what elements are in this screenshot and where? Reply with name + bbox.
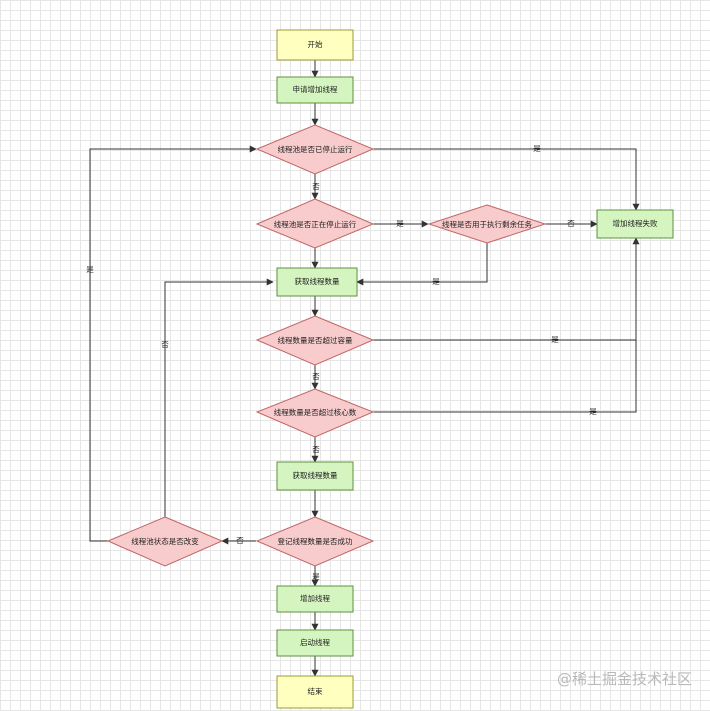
node-start-thread: 启动线程 (276, 629, 354, 657)
edge-label-register-yes: 是 (312, 572, 320, 581)
svg-text:增加线程失败: 增加线程失败 (613, 218, 658, 228)
decision-exceed-capacity: 线程数量是否超过容量 (255, 315, 375, 366)
edge-label-core-no: 否 (312, 445, 320, 454)
svg-text:获取线程数量: 获取线程数量 (293, 470, 338, 480)
svg-text:获取线程数量: 获取线程数量 (295, 276, 340, 286)
edge-label-remaining-no: 否 (567, 219, 575, 228)
decision-pool-stopped: 线程池是否已停止运行 (255, 124, 375, 175)
edge-label-register-no: 否 (236, 536, 244, 545)
decision-exceed-core: 线程数量是否超过核心数 (255, 388, 375, 438)
edges (89, 60, 640, 677)
edge-state-yes (89, 145, 257, 542)
node-apply-add-thread: 申请增加线程 (276, 76, 354, 104)
decision-register-success: 登记线程数量是否成功 (255, 516, 375, 567)
svg-text:线程数量是否超过容量: 线程数量是否超过容量 (278, 335, 353, 345)
svg-text:结束: 结束 (308, 686, 323, 696)
edge-capacity-yes (373, 237, 640, 341)
decision-thread-remaining: 线程是否用于执行剩余任务 (427, 204, 547, 244)
svg-text:增加线程: 增加线程 (300, 593, 330, 603)
watermark: @稀土掘金技术社区 (556, 670, 692, 688)
nodes: 开始 申请增加线程 线程池是否已停止运行 线程池是否正在停止运行 线程是否用于执… (106, 29, 674, 709)
node-add-thread: 增加线程 (276, 585, 354, 613)
decision-state-changed: 线程池状态是否改变 (106, 516, 224, 567)
decision-pool-stopping: 线程池是否正在停止运行 (255, 198, 375, 249)
edge-stopped-yes (373, 148, 640, 211)
edge-label-state-no: 否 (161, 340, 169, 349)
svg-text:开始: 开始 (308, 39, 323, 49)
node-end: 结束 (276, 675, 354, 709)
node-start: 开始 (276, 29, 354, 61)
svg-text:线程池状态是否改变: 线程池状态是否改变 (131, 536, 199, 546)
edge-label-stopped-yes: 是 (533, 144, 541, 153)
svg-text:登记线程数量是否成功: 登记线程数量是否成功 (278, 536, 353, 546)
edge-state-no (164, 278, 274, 517)
svg-text:线程数量是否超过核心数: 线程数量是否超过核心数 (274, 407, 357, 417)
svg-text:线程是否用于执行剩余任务: 线程是否用于执行剩余任务 (442, 219, 532, 229)
node-get-count-2: 获取线程数量 (276, 461, 354, 491)
edge-remaining-yes (356, 243, 488, 286)
edge-label-state-yes: 是 (86, 265, 94, 274)
edge-label-stopped-no: 否 (312, 182, 320, 191)
node-add-fail: 增加线程失败 (596, 209, 674, 239)
svg-text:申请增加线程: 申请增加线程 (293, 84, 338, 94)
edge-label-core-yes: 是 (589, 407, 597, 416)
edge-label-stopping-yes: 是 (396, 219, 404, 228)
svg-text:线程池是否已停止运行: 线程池是否已停止运行 (278, 144, 353, 154)
svg-text:线程池是否正在停止运行: 线程池是否正在停止运行 (274, 219, 357, 229)
edge-core-yes (373, 340, 637, 413)
svg-text:启动线程: 启动线程 (300, 637, 330, 647)
edge-label-remaining-yes: 是 (432, 277, 440, 286)
node-get-count-1: 获取线程数量 (276, 267, 358, 297)
edge-label-capacity-yes: 是 (551, 335, 559, 344)
edge-labels: 是 否 是 否 是 是 否 是 否 否 是 是 否 (86, 144, 597, 581)
edge-label-capacity-no: 否 (312, 372, 320, 381)
